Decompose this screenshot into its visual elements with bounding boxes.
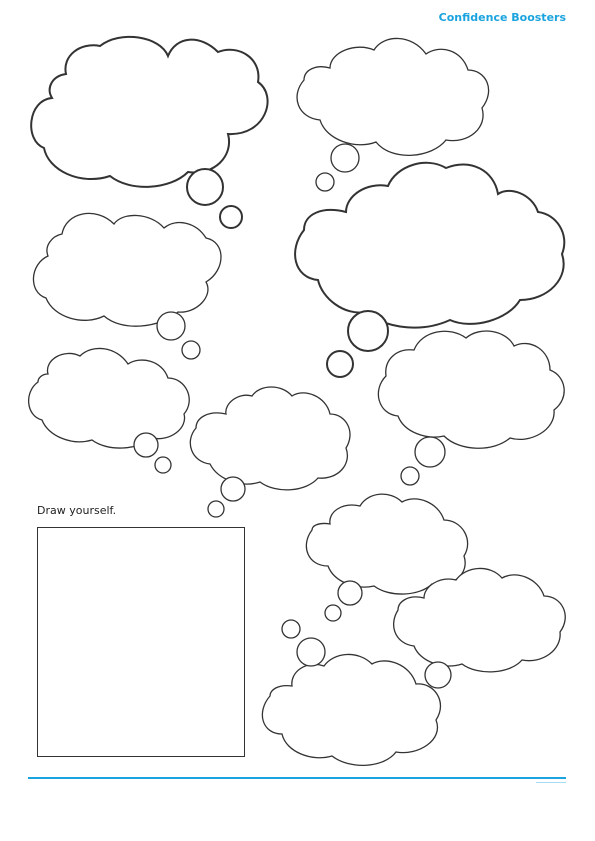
thought-bubble-10: [261, 653, 442, 767]
bubble-dot: [330, 143, 360, 173]
thought-bubble-6: [189, 386, 351, 491]
bubble-dot: [337, 580, 363, 606]
bubble-dot: [154, 456, 172, 474]
bubble-dot: [133, 432, 159, 458]
bubble-dot: [324, 604, 342, 622]
bubble-dot: [281, 619, 301, 639]
bubble-dot: [424, 661, 452, 689]
thought-bubble-7: [377, 330, 565, 449]
bubble-dot: [347, 310, 389, 352]
footer-mark: [536, 782, 566, 783]
bubble-dot: [181, 340, 201, 360]
thought-bubble-5: [28, 347, 190, 449]
footer-divider: [28, 777, 566, 779]
bubble-dot: [400, 466, 420, 486]
bubble-dot: [186, 168, 224, 206]
thought-bubble-2: [296, 37, 490, 156]
thought-bubble-4: [294, 161, 566, 329]
bubble-dot: [220, 476, 246, 502]
bubble-dot: [296, 637, 326, 667]
page-title: Confidence Boosters: [438, 11, 566, 24]
thought-bubble-1: [30, 35, 269, 188]
bubble-dot: [207, 500, 225, 518]
bubble-dot: [414, 436, 446, 468]
bubble-dot: [326, 350, 354, 378]
bubble-dot: [315, 172, 335, 192]
draw-yourself-label: Draw yourself.: [37, 504, 117, 517]
thought-bubble-3: [32, 212, 222, 327]
bubble-dot: [219, 205, 243, 229]
bubble-dot: [156, 311, 186, 341]
draw-yourself-box[interactable]: [37, 527, 245, 757]
